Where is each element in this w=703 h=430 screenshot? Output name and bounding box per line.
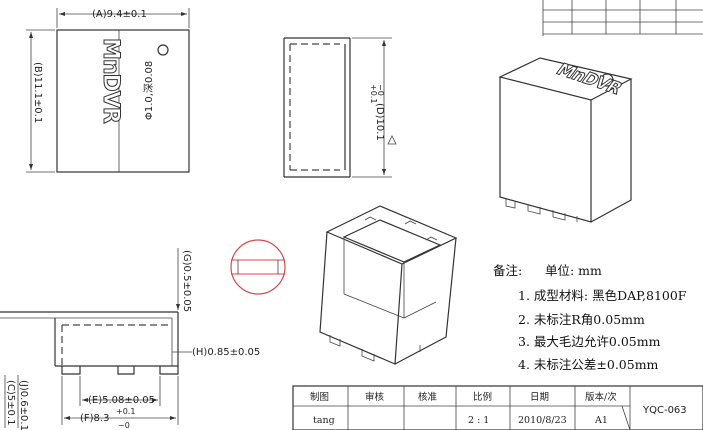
dim-h-label: (H)0.85±0.05 (192, 347, 260, 358)
side-view: (D)10.1 +0.1 −0 (283, 37, 397, 178)
dim-a-label: (A)9.4±0.1 (92, 9, 147, 20)
hole-label: Φ1.0,深0.08 (143, 61, 155, 120)
notes-block: 备注: 单位: mm 1. 成型材料: 黑色DAP,8100F 2. 未标注R角… (493, 263, 687, 372)
dim-d-tol-upper: +0.1 (369, 84, 378, 103)
tb-value-drawn: tang (313, 415, 335, 426)
revision-table (542, 0, 703, 36)
notes-heading: 备注: (493, 263, 522, 278)
notes-unit: 单位: mm (545, 263, 602, 278)
tb-header-scale: 比例 (473, 391, 492, 403)
tb-header-approved: 核准 (418, 391, 438, 403)
tb-header-drawn: 制图 (310, 391, 329, 403)
tb-header-version: 版本/次 (585, 391, 617, 403)
tb-value-date: 2010/8/23 (518, 415, 567, 426)
isometric-top-view: MnDVR (498, 57, 633, 223)
dim-g-label: (G)0.5±0.05 (181, 250, 192, 312)
note-item-2: 2. 未标注R角0.05mm (518, 312, 645, 327)
tb-value-scale: 2 : 1 (468, 415, 489, 426)
dim-c-label: (C)5±0.1 (5, 380, 16, 425)
dim-f-tol-upper: +0.1 (116, 407, 135, 416)
front-view-logo: MnDVR (98, 38, 123, 124)
dim-d-label: (D)10.1 (374, 103, 385, 141)
note-item-4: 4. 未标注公差±0.05mm (518, 357, 659, 372)
title-block: 制图 审核 核准 比例 日期 版本/次 tang 2 : 1 2010/8/23… (292, 385, 703, 430)
datum-triangle-icon (387, 135, 397, 145)
tb-drawing-no: YQC-063 (642, 405, 687, 416)
dim-j-label: (J)0.6±0.1 (18, 380, 29, 430)
iso-pin1-marker-icon (600, 73, 614, 87)
section-marker (230, 239, 286, 295)
tb-value-version: A1 (594, 415, 608, 426)
dim-d-tol-lower: −0 (376, 84, 385, 96)
tb-header-checked: 审核 (365, 391, 385, 403)
dim-b-label: (B)11.1±0.1 (32, 62, 43, 123)
note-item-3: 3. 最大毛边允许0.05mm (518, 334, 661, 349)
pin1-marker-icon (157, 44, 169, 56)
note-item-1: 1. 成型材料: 黑色DAP,8100F (518, 288, 687, 303)
front-view: MnDVR Φ1.0,深0.08 (A)9.4±0.1 (B)11.1±0.1 (26, 8, 190, 173)
dim-f-tol-lower: −0 (118, 421, 130, 430)
tb-header-date: 日期 (530, 392, 549, 403)
isometric-box-view (319, 205, 458, 365)
dim-e-label: (E)5.08±0.05 (88, 395, 155, 406)
dim-f-label: (F)8.3 (80, 413, 109, 424)
bottom-view: (G)0.5±0.05 (H)0.85±0.05 (E)5.08±0.05 (F… (0, 248, 260, 430)
